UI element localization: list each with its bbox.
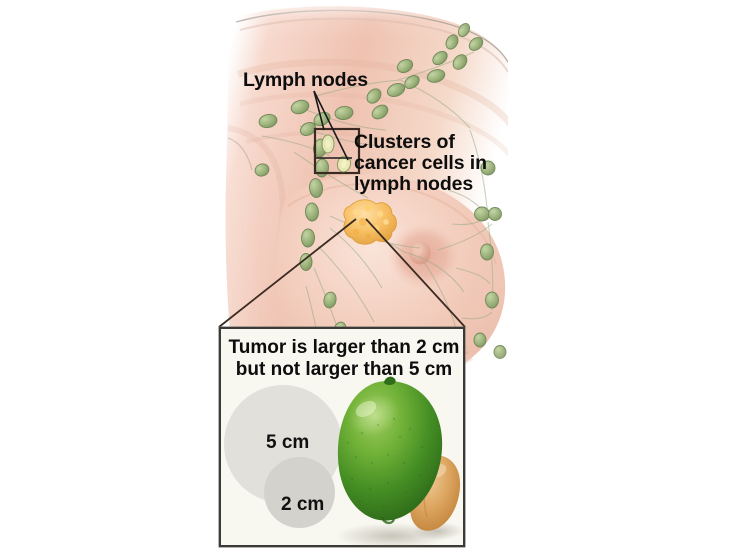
inset-panel-title: Tumor is larger than 2 cm but not larger… [228, 337, 460, 380]
size-reference-5cm-label: 5 cm [266, 432, 310, 453]
primary-tumor [343, 199, 397, 245]
size-reference-2cm-label: 2 cm [281, 494, 325, 515]
tumor-size-inset-panel: Tumor is larger than 2 cm but not larger… [219, 327, 465, 549]
lymph-nodes-label: Lymph nodes [243, 69, 368, 91]
lime-shape [337, 376, 443, 525]
size-comparison-objects [336, 376, 464, 549]
size-reference-2cm-circle [264, 457, 335, 528]
cancer-cell-clusters-label: Clusters of cancer cells in lymph nodes [354, 131, 487, 196]
